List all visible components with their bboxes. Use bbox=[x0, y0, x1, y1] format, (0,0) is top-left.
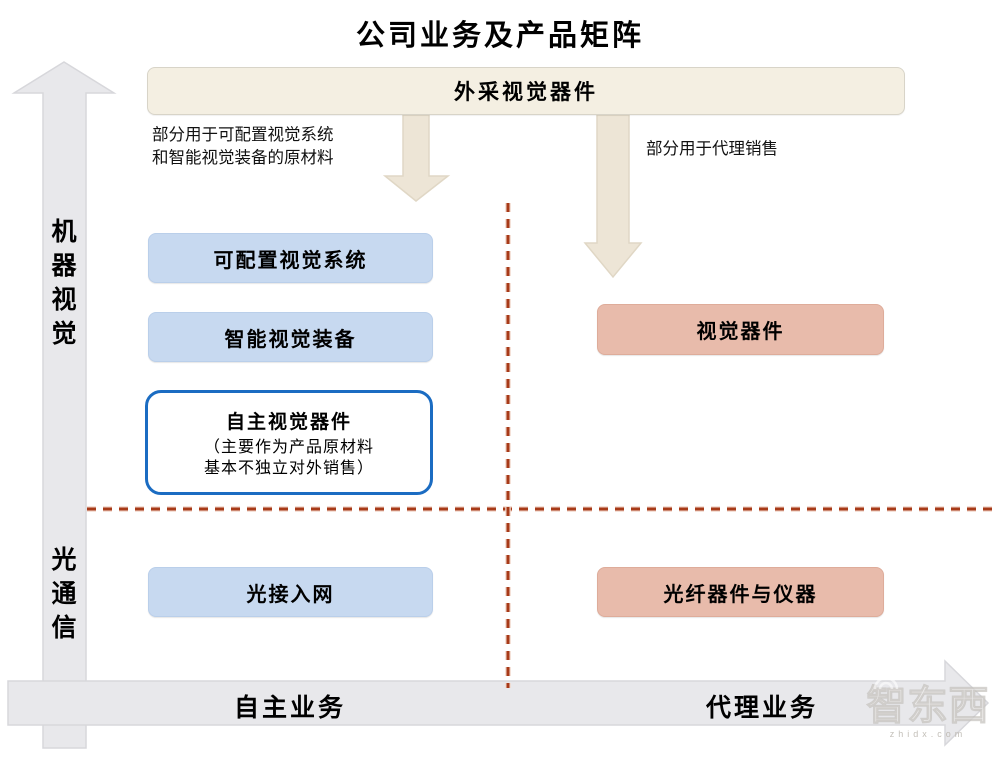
vision-components-label: 视觉器件 bbox=[696, 321, 785, 343]
external-vision-components-box: 外采视觉器件 bbox=[147, 67, 905, 115]
external-vision-components-label: 外采视觉器件 bbox=[454, 80, 598, 104]
down-block-arrow-right-icon bbox=[583, 114, 643, 279]
y-axis-label-optical-comm: 光通信 bbox=[48, 546, 75, 648]
watermark-text: 智东西 bbox=[866, 684, 990, 729]
vision-components-box: 视觉器件 bbox=[597, 304, 884, 355]
own-vision-components-box: 自主视觉器件 （主要作为产品原材料 基本不独立对外销售） bbox=[145, 390, 433, 495]
right-flow-note: 部分用于代理销售 bbox=[646, 139, 778, 158]
x-axis-label-own-business: 自主业务 bbox=[233, 695, 346, 722]
watermark-logo: 智东西 zhidx.com bbox=[858, 678, 998, 739]
optical-access-network-box: 光接入网 bbox=[148, 567, 433, 617]
configurable-vision-system-box: 可配置视觉系统 bbox=[148, 233, 433, 283]
fiber-devices-instruments-box: 光纤器件与仪器 bbox=[597, 567, 884, 617]
left-flow-note: 部分用于可配置视觉系统 和智能视觉装备的原材料 bbox=[152, 123, 392, 169]
watermark-subtext: zhidx.com bbox=[889, 729, 967, 739]
x-axis-right-arrow-icon bbox=[7, 659, 990, 747]
fiber-devices-instruments-label: 光纤器件与仪器 bbox=[663, 583, 818, 606]
left-flow-note-line2: 和智能视觉装备的原材料 bbox=[152, 148, 334, 167]
configurable-vision-system-label: 可配置视觉系统 bbox=[213, 249, 368, 272]
y-axis-label-machine-vision: 机器视觉 bbox=[48, 218, 75, 354]
own-vision-components-note-line1: （主要作为产品原材料 bbox=[203, 438, 374, 456]
diagram-title: 公司业务及产品矩阵 bbox=[355, 20, 644, 52]
x-axis-label-agency-business: 代理业务 bbox=[705, 695, 818, 722]
down-block-arrow-left-icon bbox=[382, 114, 451, 202]
own-vision-components-note-line2: 基本不独立对外销售） bbox=[203, 459, 374, 477]
optical-access-network-label: 光接入网 bbox=[246, 583, 335, 606]
left-flow-note-line1: 部分用于可配置视觉系统 bbox=[152, 125, 334, 144]
watermark-arc-icon bbox=[873, 678, 899, 690]
own-vision-components-title: 自主视觉器件 bbox=[225, 411, 352, 433]
intelligent-vision-equipment-label: 智能视觉装备 bbox=[224, 328, 357, 351]
intelligent-vision-equipment-box: 智能视觉装备 bbox=[148, 312, 433, 362]
y-axis-up-arrow-icon bbox=[11, 61, 117, 749]
